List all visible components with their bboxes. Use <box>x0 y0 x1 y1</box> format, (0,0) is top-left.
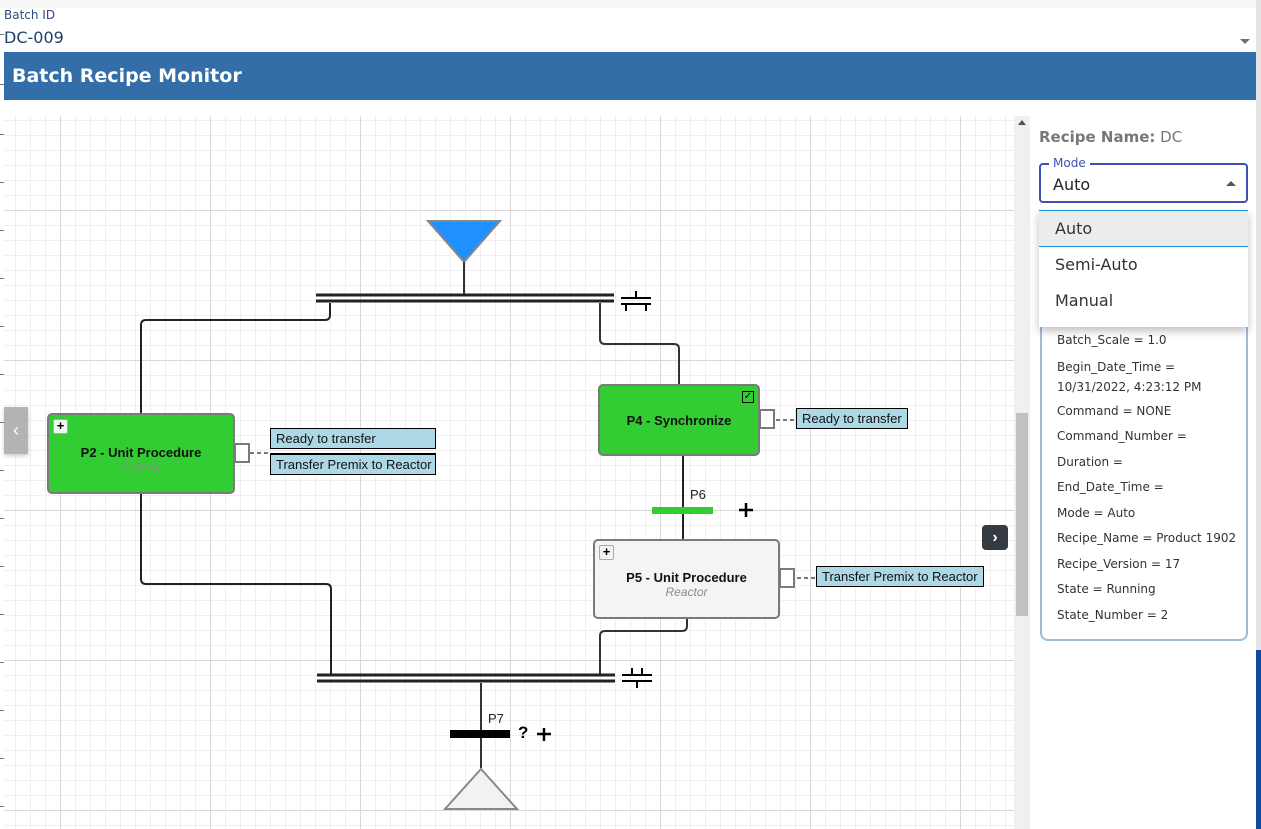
parameter-label[interactable]: Ready to transfer <box>270 428 436 449</box>
scroll-up-icon[interactable] <box>1018 120 1026 125</box>
parameter-label[interactable]: Ready to transfer <box>796 408 908 429</box>
chevron-up-icon[interactable] <box>1226 181 1236 186</box>
node-port[interactable] <box>759 409 775 429</box>
prev-panel-button[interactable]: ‹ <box>4 407 28 454</box>
connector-line <box>599 618 688 674</box>
chevron-down-icon[interactable] <box>1240 39 1250 44</box>
property-item: End_Date_Time = <box>1057 480 1164 494</box>
node-p5-unit-procedure[interactable]: + P5 - Unit Procedure Reactor <box>593 539 780 619</box>
property-item: Command = NONE <box>1057 403 1172 418</box>
property-item: Recipe_Version = 17 <box>1057 556 1181 571</box>
top-strip <box>0 0 1256 8</box>
scrollbar-thumb[interactable] <box>1016 413 1028 616</box>
node-subtitle: Premix <box>122 460 160 474</box>
parameter-label[interactable]: Transfer Premix to Reactor <box>270 453 436 475</box>
connector-line <box>140 494 332 674</box>
batch-id-select[interactable]: Batch ID DC-009 <box>4 8 1256 52</box>
page-title: Batch Recipe Monitor <box>12 65 242 87</box>
chevron-left-icon: ‹ <box>13 420 19 440</box>
node-port[interactable] <box>234 443 250 463</box>
window-edge-accent <box>1256 650 1261 829</box>
expand-icon[interactable]: + <box>53 419 68 434</box>
mode-value: Auto <box>1053 175 1091 194</box>
checkbox-checked-icon[interactable]: ✓ <box>742 391 754 403</box>
property-item: Duration = <box>1057 454 1123 469</box>
expand-icon[interactable]: + <box>599 545 614 560</box>
recipe-sidebar: Recipe Name: DC Mode Auto Batch_Scale = … <box>1030 116 1256 829</box>
property-item: Mode = Auto <box>1057 505 1136 520</box>
question-icon[interactable]: ? <box>518 723 529 742</box>
batch-id-value: DC-009 <box>4 28 64 47</box>
transition-p7-label: P7 <box>488 711 504 726</box>
app-header: Batch Recipe Monitor <box>4 52 1256 100</box>
node-title: P5 - Unit Procedure <box>626 570 747 585</box>
transition-p6-bar <box>652 507 713 514</box>
property-item: Begin_Date_Time = 10/31/2022, 4:23:12 PM <box>1057 359 1202 394</box>
node-p2-unit-procedure[interactable]: + P2 - Unit Procedure Premix <box>47 413 235 494</box>
window-edge <box>1256 0 1261 829</box>
mode-dropdown-menu: Auto Semi-Auto Manual <box>1039 210 1248 327</box>
property-item: State_Number = 2 <box>1057 607 1169 622</box>
force-transition-icon <box>537 728 551 741</box>
end-triangle-icon <box>442 767 520 810</box>
transition-p6-label: P6 <box>690 487 706 502</box>
node-p4-synchronize[interactable]: ✓ P4 - Synchronize <box>598 384 760 456</box>
connector-line <box>140 303 331 413</box>
recipe-diagram-canvas[interactable]: + P2 - Unit Procedure Premix Ready to tr… <box>4 116 1014 829</box>
mode-legend: Mode <box>1049 156 1090 170</box>
node-subtitle: Reactor <box>665 585 708 599</box>
node-title: P4 - Synchronize <box>626 413 732 428</box>
diagram-scrollbar[interactable] <box>1014 116 1030 829</box>
parameter-label[interactable]: Transfer Premix to Reactor <box>816 566 984 587</box>
force-transition-icon <box>739 503 753 517</box>
property-item: Batch_Scale = 1.0 <box>1057 333 1167 347</box>
node-title: P2 - Unit Procedure <box>80 445 202 460</box>
property-item: State = Running <box>1057 582 1156 596</box>
next-panel-button[interactable]: › <box>982 525 1008 550</box>
node-port[interactable] <box>779 568 795 588</box>
chevron-right-icon: › <box>992 529 998 546</box>
recipe-name-value: DC <box>1160 128 1183 146</box>
property-item: Recipe_Name = Product 1902 <box>1057 531 1237 545</box>
sync-gate-icon <box>621 291 651 311</box>
mode-option-manual[interactable]: Manual <box>1055 291 1114 310</box>
batch-properties-panel: Batch_Scale = 1.0 Begin_Date_Time = 10/3… <box>1040 306 1248 641</box>
start-triangle-icon <box>425 220 503 264</box>
sync-gate-icon <box>622 668 652 688</box>
connector-line <box>599 303 680 384</box>
recipe-name: Recipe Name: DC <box>1039 128 1182 146</box>
mode-select[interactable]: Mode Auto <box>1039 156 1248 203</box>
property-item: Command_Number = <box>1057 429 1187 443</box>
batch-id-label: Batch ID <box>4 8 56 22</box>
transition-p7-bar <box>450 730 510 738</box>
mode-option-semi-auto[interactable]: Semi-Auto <box>1055 255 1138 274</box>
diagram-connections <box>140 220 816 810</box>
mode-option-auto[interactable]: Auto <box>1039 211 1248 247</box>
recipe-name-label: Recipe Name: <box>1039 128 1156 146</box>
